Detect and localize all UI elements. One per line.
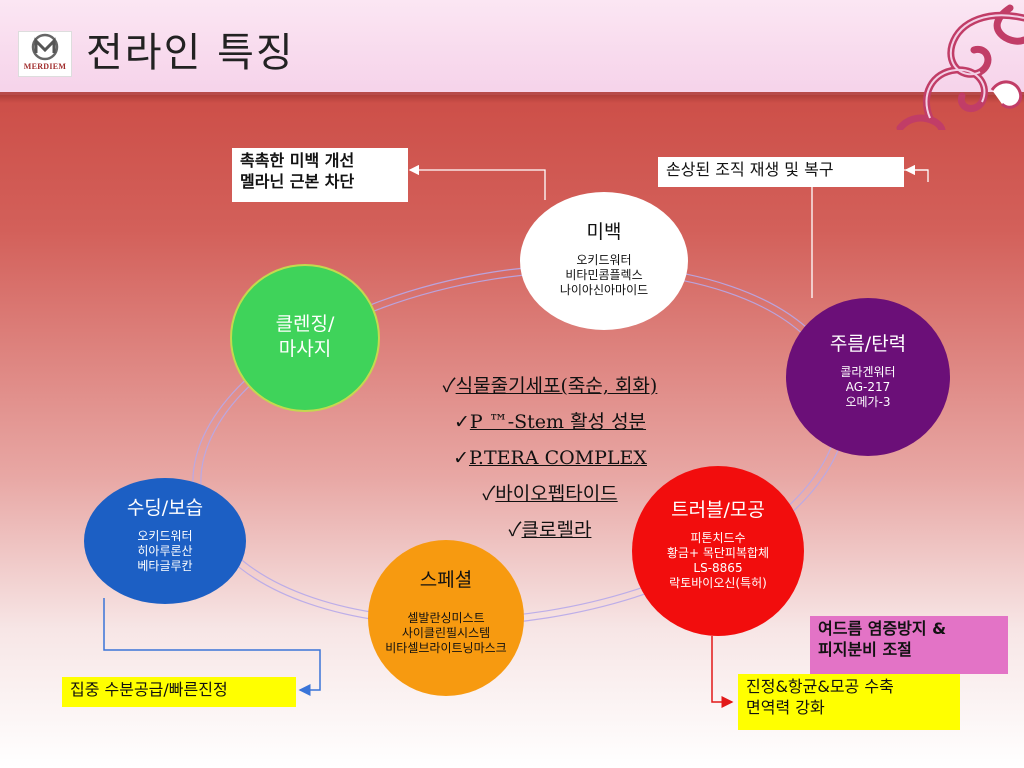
circle-trouble: 트러블/모공 피톤치드수 황금+ 목단피복합체 LS-8865 락토바이오신(특… — [632, 466, 804, 636]
trouble-item: LS-8865 — [693, 561, 743, 575]
check-icon: ✓ — [442, 375, 456, 397]
moisture-item: 오키드워터 — [137, 529, 193, 543]
header-shadow — [0, 95, 1024, 103]
callout-calm-line1: 진정&항균&모공 수축 — [746, 677, 894, 696]
special-item: 셀발란싱미스트 — [407, 611, 485, 625]
logo-text: MERDIEM — [23, 62, 67, 71]
page-title: 전라인 특징 — [86, 30, 295, 76]
trouble-item: 황금+ 목단피복합체 — [666, 546, 770, 560]
circle-moisture-items: 오키드워터 히아루론산 베타글루칸 — [84, 529, 246, 574]
feature-text: 클로렐라 — [521, 519, 592, 541]
feature-item: ✓P ™-Stem 활성 성분 — [400, 404, 700, 440]
callout-calm-line2: 면역력 강화 — [746, 698, 825, 717]
moisture-item: 히아루론산 — [137, 544, 193, 558]
check-icon: ✓ — [482, 483, 496, 505]
circle-wrinkle: 주름/탄력 콜라겐워터 AG-217 오메가-3 — [786, 298, 950, 456]
check-icon: ✓ — [453, 411, 470, 433]
check-icon: ✓ — [453, 447, 469, 469]
circle-special-title: 스페셜 — [419, 569, 473, 591]
feature-item: ✓P.TERA COMPLEX — [400, 440, 700, 476]
moisture-item: 베타글루칸 — [137, 559, 193, 573]
circle-whitening-items: 오키드워터 비타민콤플렉스 나이아신아마이드 — [520, 253, 688, 298]
circle-trouble-title: 트러블/모공 — [671, 499, 765, 521]
wrinkle-item: AG-217 — [845, 380, 891, 394]
circle-whitening: 미백 오키드워터 비타민콤플렉스 나이아신아마이드 — [520, 192, 688, 330]
circle-wrinkle-items: 콜라겐워터 AG-217 오메가-3 — [786, 365, 950, 410]
feature-text: 바이오펩타이드 — [495, 483, 618, 505]
callout-repair: 손상된 조직 재생 및 복구 — [658, 157, 904, 187]
trouble-item: 락토바이오신(특허) — [669, 576, 767, 590]
callout-calm: 진정&항균&모공 수축 면역력 강화 — [738, 674, 960, 730]
circle-trouble-items: 피톤치드수 황금+ 목단피복합체 LS-8865 락토바이오신(특허) — [632, 531, 804, 591]
check-icon: ✓ — [508, 519, 522, 541]
circle-special-items: 셀발란싱미스트 사이클린필시스템 비타셀브라이트닝마스크 — [368, 611, 524, 656]
callout-moisture-text: 집중 수분공급/빠른진정 — [70, 680, 228, 699]
circle-wrinkle-title: 주름/탄력 — [829, 333, 907, 355]
feature-text: P ™-Stem 활성 성분 — [469, 411, 647, 433]
ornament-icon — [896, 4, 1024, 130]
whitening-item: 나이아신아마이드 — [559, 283, 649, 297]
special-item: 비타셀브라이트닝마스크 — [385, 641, 507, 655]
callout-acne-line2: 피지분비 조절 — [818, 640, 912, 659]
callout-acne-line1: 여드름 염증방지 & — [818, 619, 947, 638]
wrinkle-item: 오메가-3 — [845, 395, 891, 409]
circle-whitening-title: 미백 — [586, 221, 622, 243]
callout-whitening-line2: 멜라닌 근본 차단 — [240, 172, 355, 191]
feature-item: ✓클로렐라 — [400, 512, 700, 548]
wrinkle-item: 콜라겐워터 — [840, 365, 896, 379]
feature-item: ✓식물줄기세포(죽순, 회화) — [400, 368, 700, 404]
callout-moisture: 집중 수분공급/빠른진정 — [62, 677, 296, 707]
feature-text: 식물줄기세포(죽순, 회화) — [455, 375, 658, 397]
circle-moisture-title: 수딩/보습 — [126, 497, 204, 519]
callout-acne: 여드름 염증방지 & 피지분비 조절 — [810, 616, 1008, 674]
feature-text: P.TERA COMPLEX — [468, 447, 647, 469]
circle-cleansing: 클렌징/ 마사지 — [230, 264, 380, 412]
merdiem-logo: MERDIEM — [18, 31, 72, 77]
callout-repair-text: 손상된 조직 재생 및 복구 — [666, 160, 834, 179]
callout-whitening: 촉촉한 미백 개선 멜라닌 근본 차단 — [232, 148, 408, 202]
special-item: 사이클린필시스템 — [401, 626, 491, 640]
feature-list: ✓식물줄기세포(죽순, 회화) ✓P ™-Stem 활성 성분 ✓P.TERA … — [400, 368, 700, 548]
trouble-item: 피톤치드수 — [690, 531, 746, 545]
circle-cleansing-title-line1: 클렌징/ — [275, 313, 335, 335]
feature-item: ✓바이오펩타이드 — [400, 476, 700, 512]
circle-moisture: 수딩/보습 오키드워터 히아루론산 베타글루칸 — [84, 478, 246, 604]
circle-special: 스페셜 셀발란싱미스트 사이클린필시스템 비타셀브라이트닝마스크 — [368, 540, 524, 696]
whitening-item: 오키드워터 — [576, 253, 632, 267]
logo-emblem-icon — [31, 33, 59, 61]
callout-whitening-line1: 촉촉한 미백 개선 — [240, 151, 355, 170]
slide-header — [0, 0, 1024, 95]
whitening-item: 비타민콤플렉스 — [565, 268, 643, 282]
circle-cleansing-title-line2: 마사지 — [278, 338, 332, 360]
